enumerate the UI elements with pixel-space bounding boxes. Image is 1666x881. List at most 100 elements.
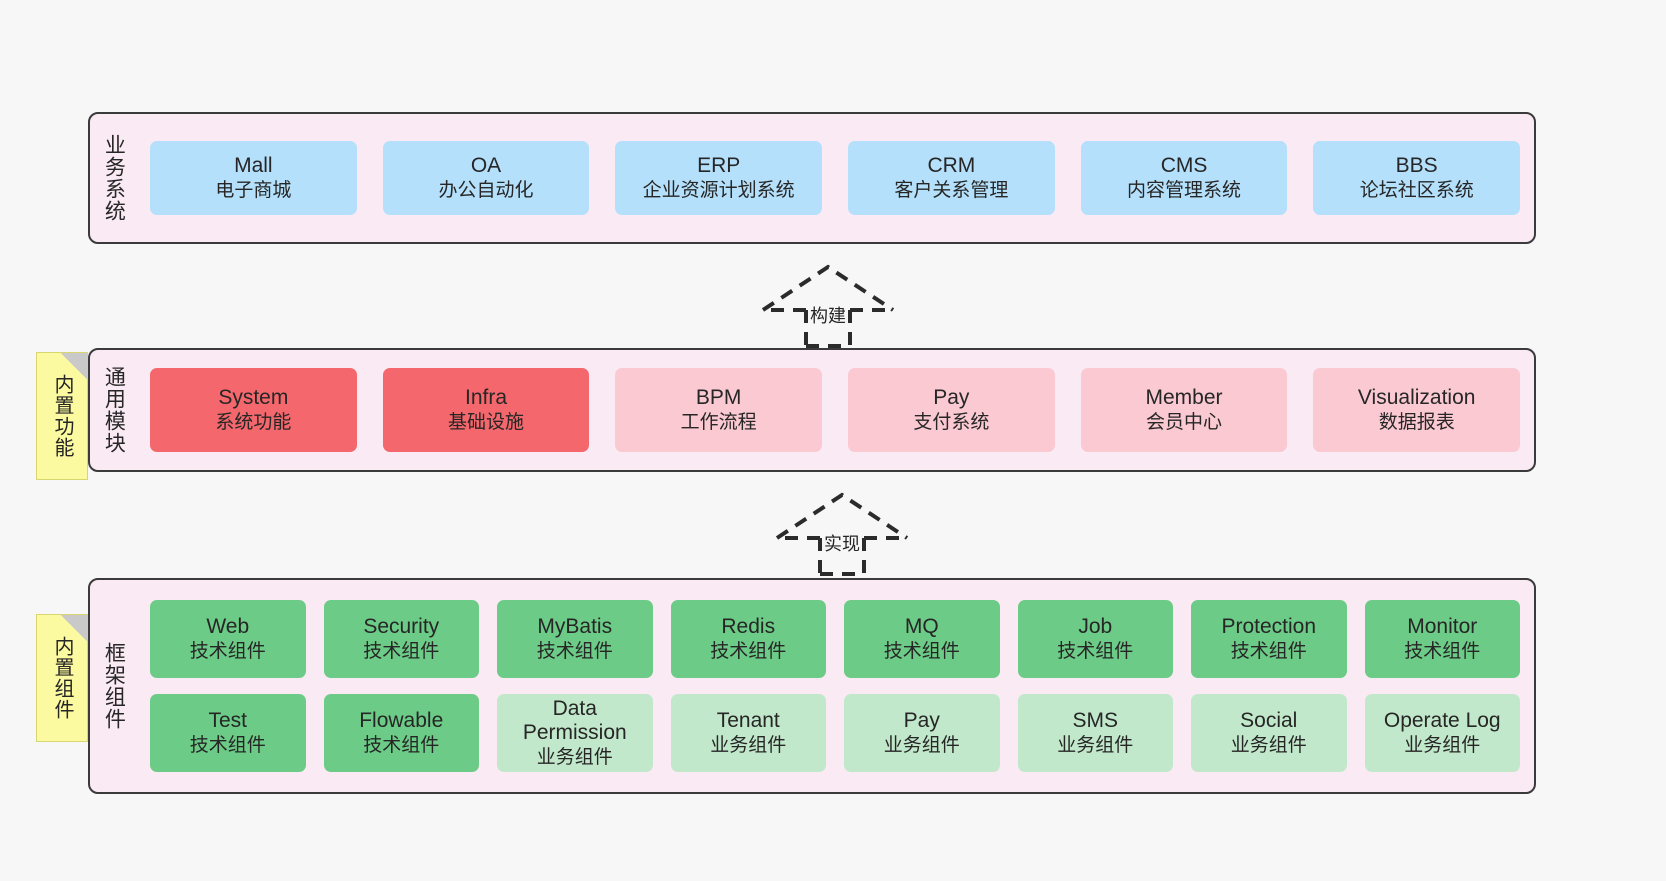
component-subtitle: 业务组件 xyxy=(536,747,613,769)
component-card-operate-log[interactable]: Operate Log 业务组件 xyxy=(1364,694,1520,772)
module-card-crm[interactable]: CRM 客户关系管理 xyxy=(848,141,1055,215)
component-title: Pay xyxy=(903,709,940,733)
component-card-redis[interactable]: Redis 技术组件 xyxy=(670,600,826,678)
module-subtitle: 内容管理系统 xyxy=(1127,179,1242,201)
implement-arrow: 实现 xyxy=(772,490,912,576)
module-subtitle: 会员中心 xyxy=(1146,411,1223,433)
build-arrow-glyph xyxy=(761,264,895,348)
module-card-system[interactable]: System 系统功能 xyxy=(150,368,357,452)
module-subtitle: 支付系统 xyxy=(913,411,990,433)
module-card-infra[interactable]: Infra 基础设施 xyxy=(382,368,590,452)
module-subtitle: 企业资源计划系统 xyxy=(642,179,795,201)
module-card-cms[interactable]: CMS 内容管理系统 xyxy=(1080,141,1288,215)
component-subtitle: 技术组件 xyxy=(189,640,266,662)
component-subtitle: 技术组件 xyxy=(536,640,613,662)
component-title: Job xyxy=(1078,615,1113,639)
component-title: MQ xyxy=(904,615,939,639)
component-title: Operate Log xyxy=(1383,709,1501,733)
sticky-note-text: 内置组件 xyxy=(51,636,73,720)
module-title: CMS xyxy=(1160,154,1208,178)
component-card-web[interactable]: Web 技术组件 xyxy=(150,600,306,678)
component-subtitle: 技术组件 xyxy=(1404,640,1481,662)
component-card-social[interactable]: Social 业务组件 xyxy=(1191,694,1347,772)
component-subtitle: 业务组件 xyxy=(1404,734,1481,756)
layer-framework-component-label: 框架组件 xyxy=(102,642,126,730)
sticky-note-text: 内置功能 xyxy=(51,374,73,458)
module-subtitle: 客户关系管理 xyxy=(894,179,1009,201)
module-title: CRM xyxy=(927,154,976,178)
component-title: Flowable xyxy=(359,709,444,733)
module-title: Pay xyxy=(933,386,970,410)
component-card-tenant[interactable]: Tenant 业务组件 xyxy=(670,694,826,772)
business-system-row: Mall 电子商城 OA 办公自动化 ERP 企业资源计划系统 CRM 客户关系… xyxy=(150,141,1521,215)
component-title: Monitor xyxy=(1407,615,1478,639)
module-subtitle: 数据报表 xyxy=(1378,411,1455,433)
component-title: Security xyxy=(363,615,440,639)
component-card-security[interactable]: Security 技术组件 xyxy=(323,600,479,678)
module-title: Visualization xyxy=(1357,386,1476,410)
sticky-note-builtin-components: 内置组件 xyxy=(36,614,88,742)
component-subtitle: 技术组件 xyxy=(1057,640,1134,662)
component-card-mybatis[interactable]: MyBatis 技术组件 xyxy=(497,600,653,678)
component-title: Protection xyxy=(1221,615,1317,639)
layer-common-module-body: System 系统功能 Infra 基础设施 BPM 工作流程 Pay 支付系统… xyxy=(136,350,1534,470)
module-title: Member xyxy=(1145,386,1223,410)
module-card-visualization[interactable]: Visualization 数据报表 xyxy=(1313,368,1521,452)
component-card-sms[interactable]: SMS 业务组件 xyxy=(1017,694,1173,772)
component-title: Data Permission xyxy=(522,696,627,745)
component-card-protection[interactable]: Protection 技术组件 xyxy=(1191,600,1347,678)
component-subtitle: 技术组件 xyxy=(363,640,440,662)
component-card-data-permission[interactable]: Data Permission 业务组件 xyxy=(497,694,653,772)
component-subtitle: 业务组件 xyxy=(1057,734,1134,756)
component-card-test[interactable]: Test 技术组件 xyxy=(150,694,306,772)
layer-common-module: 通用模块 System 系统功能 Infra 基础设施 BPM 工作流程 Pay xyxy=(88,348,1536,472)
layer-framework-component-body: Web 技术组件 Security 技术组件 MyBatis 技术组件 Redi… xyxy=(136,580,1534,792)
module-subtitle: 办公自动化 xyxy=(438,179,534,201)
component-subtitle: 业务组件 xyxy=(883,734,960,756)
component-card-pay[interactable]: Pay 业务组件 xyxy=(844,694,1000,772)
module-title: Infra xyxy=(464,386,508,410)
module-subtitle: 系统功能 xyxy=(215,411,292,433)
component-subtitle: 技术组件 xyxy=(189,734,266,756)
layer-framework-component: 框架组件 Web 技术组件 Security 技术组件 MyBatis 技术组件… xyxy=(88,578,1536,794)
module-title: System xyxy=(218,386,289,410)
module-card-pay[interactable]: Pay 支付系统 xyxy=(848,368,1055,452)
component-title: Social xyxy=(1240,709,1298,733)
module-card-bpm[interactable]: BPM 工作流程 xyxy=(615,368,823,452)
component-title: Tenant xyxy=(716,709,780,733)
component-subtitle: 技术组件 xyxy=(1230,640,1307,662)
component-title: Web xyxy=(206,615,250,639)
module-title: OA xyxy=(470,154,502,178)
layer-common-module-label: 通用模块 xyxy=(102,366,126,454)
module-card-bbs[interactable]: BBS 论坛社区系统 xyxy=(1313,141,1521,215)
build-arrow: 构建 xyxy=(758,262,898,348)
module-subtitle: 工作流程 xyxy=(680,411,757,433)
sticky-note-builtin-features: 内置功能 xyxy=(36,352,88,480)
module-card-member[interactable]: Member 会员中心 xyxy=(1080,368,1288,452)
build-arrow-label: 构建 xyxy=(810,306,846,326)
component-card-job[interactable]: Job 技术组件 xyxy=(1017,600,1173,678)
module-card-erp[interactable]: ERP 企业资源计划系统 xyxy=(615,141,823,215)
layer-business-system-label: 业务系统 xyxy=(102,134,126,222)
module-card-mall[interactable]: Mall 电子商城 xyxy=(150,141,357,215)
component-title: MyBatis xyxy=(537,615,613,639)
component-card-mq[interactable]: MQ 技术组件 xyxy=(844,600,1000,678)
framework-business-row: Test 技术组件 Flowable 技术组件 Data Permission … xyxy=(150,694,1520,772)
layer-business-system-body: Mall 电子商城 OA 办公自动化 ERP 企业资源计划系统 CRM 客户关系… xyxy=(136,114,1534,242)
module-subtitle: 基础设施 xyxy=(448,411,525,433)
component-subtitle: 业务组件 xyxy=(1230,734,1307,756)
component-card-flowable[interactable]: Flowable 技术组件 xyxy=(323,694,479,772)
component-title: Test xyxy=(208,709,247,733)
framework-tech-row: Web 技术组件 Security 技术组件 MyBatis 技术组件 Redi… xyxy=(150,600,1520,678)
layer-business-system: 业务系统 Mall 电子商城 OA 办公自动化 ERP 企业资源计划系统 CRM xyxy=(88,112,1536,244)
implement-arrow-glyph xyxy=(775,492,909,576)
component-subtitle: 技术组件 xyxy=(710,640,787,662)
component-subtitle: 技术组件 xyxy=(363,734,440,756)
module-title: BPM xyxy=(695,386,742,410)
component-card-monitor[interactable]: Monitor 技术组件 xyxy=(1364,600,1520,678)
module-subtitle: 电子商城 xyxy=(215,179,292,201)
module-card-oa[interactable]: OA 办公自动化 xyxy=(382,141,590,215)
component-subtitle: 技术组件 xyxy=(883,640,960,662)
module-subtitle: 论坛社区系统 xyxy=(1359,179,1474,201)
